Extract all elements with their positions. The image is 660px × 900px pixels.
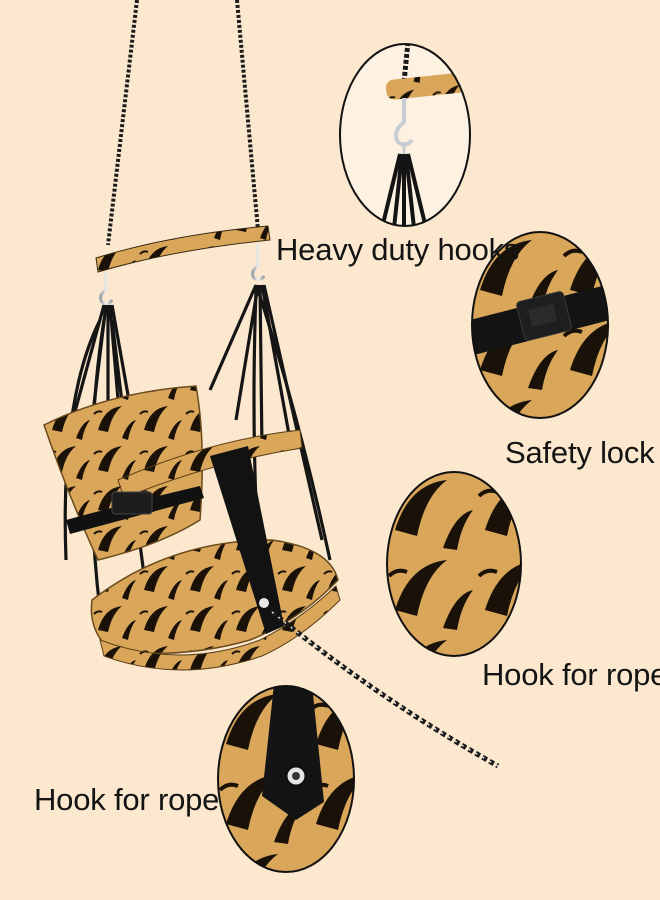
front-bar bbox=[117, 429, 303, 499]
safety-belt bbox=[66, 446, 284, 634]
label-safety-lock: Safety lock bbox=[505, 435, 655, 470]
seat-cushion bbox=[90, 539, 339, 655]
label-hook-for-rope-fabric: Hook for rope bbox=[482, 657, 660, 692]
spreader-bar bbox=[95, 225, 271, 273]
top-hanging-ropes bbox=[106, 0, 260, 246]
label-hook-for-rope-strap: Hook for rope bbox=[34, 782, 220, 817]
label-heavy-duty-hooks: Heavy duty hooks bbox=[276, 232, 520, 267]
inset-strap-hook-closeup bbox=[217, 685, 355, 873]
inset-safety-lock-closeup bbox=[471, 231, 609, 419]
inset-hooks-closeup bbox=[339, 43, 471, 227]
hook-icon bbox=[99, 244, 266, 306]
inset-fabric-closeup bbox=[386, 471, 522, 657]
